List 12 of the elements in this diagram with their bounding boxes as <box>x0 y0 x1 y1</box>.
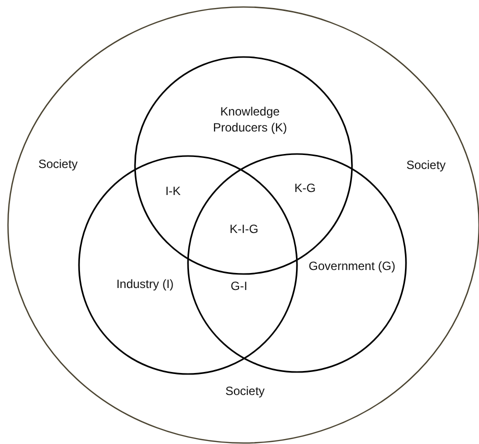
region-label: Society <box>225 384 265 400</box>
set-label: Knowledge Producers (K) <box>212 104 288 136</box>
venn-circle <box>79 156 297 374</box>
overlap-label: K-I-G <box>230 222 258 238</box>
venn-circle <box>188 154 406 372</box>
region-label: Society <box>38 157 78 173</box>
overlap-label: G-I <box>230 279 248 295</box>
set-label: Industry (I) <box>116 277 174 293</box>
region-label: Society <box>406 158 446 174</box>
overlap-label: K-G <box>294 181 316 197</box>
set-label: Government (G) <box>308 259 396 275</box>
overlap-label: I-K <box>165 184 181 200</box>
